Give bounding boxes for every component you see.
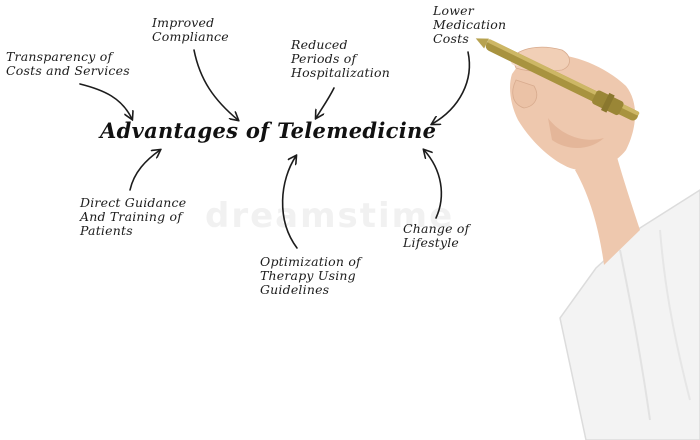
arm — [575, 150, 640, 265]
node-compliance: Improved Compliance — [152, 15, 229, 44]
node-medication: Lower Medication Costs — [433, 3, 507, 46]
arrow-transparency — [79, 83, 132, 119]
sleeve — [559, 189, 700, 440]
node-therapy: Optimization of Therapy Using Guidelines — [260, 254, 361, 297]
arrow-medication — [432, 51, 471, 124]
diagram-title: Advantages of Telemedicine — [100, 118, 437, 143]
pen — [475, 38, 640, 121]
node-transparency: Transparency of Costs and Services — [6, 49, 130, 78]
arrow-guidance — [129, 150, 160, 191]
node-lifestyle: Change of Lifestyle — [403, 221, 470, 250]
hand — [510, 54, 636, 171]
arrow-compliance — [193, 49, 238, 120]
arrow-hospitalization — [316, 87, 335, 118]
arrow-therapy — [281, 156, 298, 249]
arrow-lifestyle — [424, 150, 443, 219]
thumb — [512, 79, 538, 109]
node-hospitalization: Reduced Periods of Hospitalization — [291, 37, 390, 80]
node-guidance: Direct Guidance And Training of Patients — [80, 195, 187, 238]
watermark: dreamstime — [205, 196, 455, 236]
curled-fingers — [548, 118, 604, 148]
